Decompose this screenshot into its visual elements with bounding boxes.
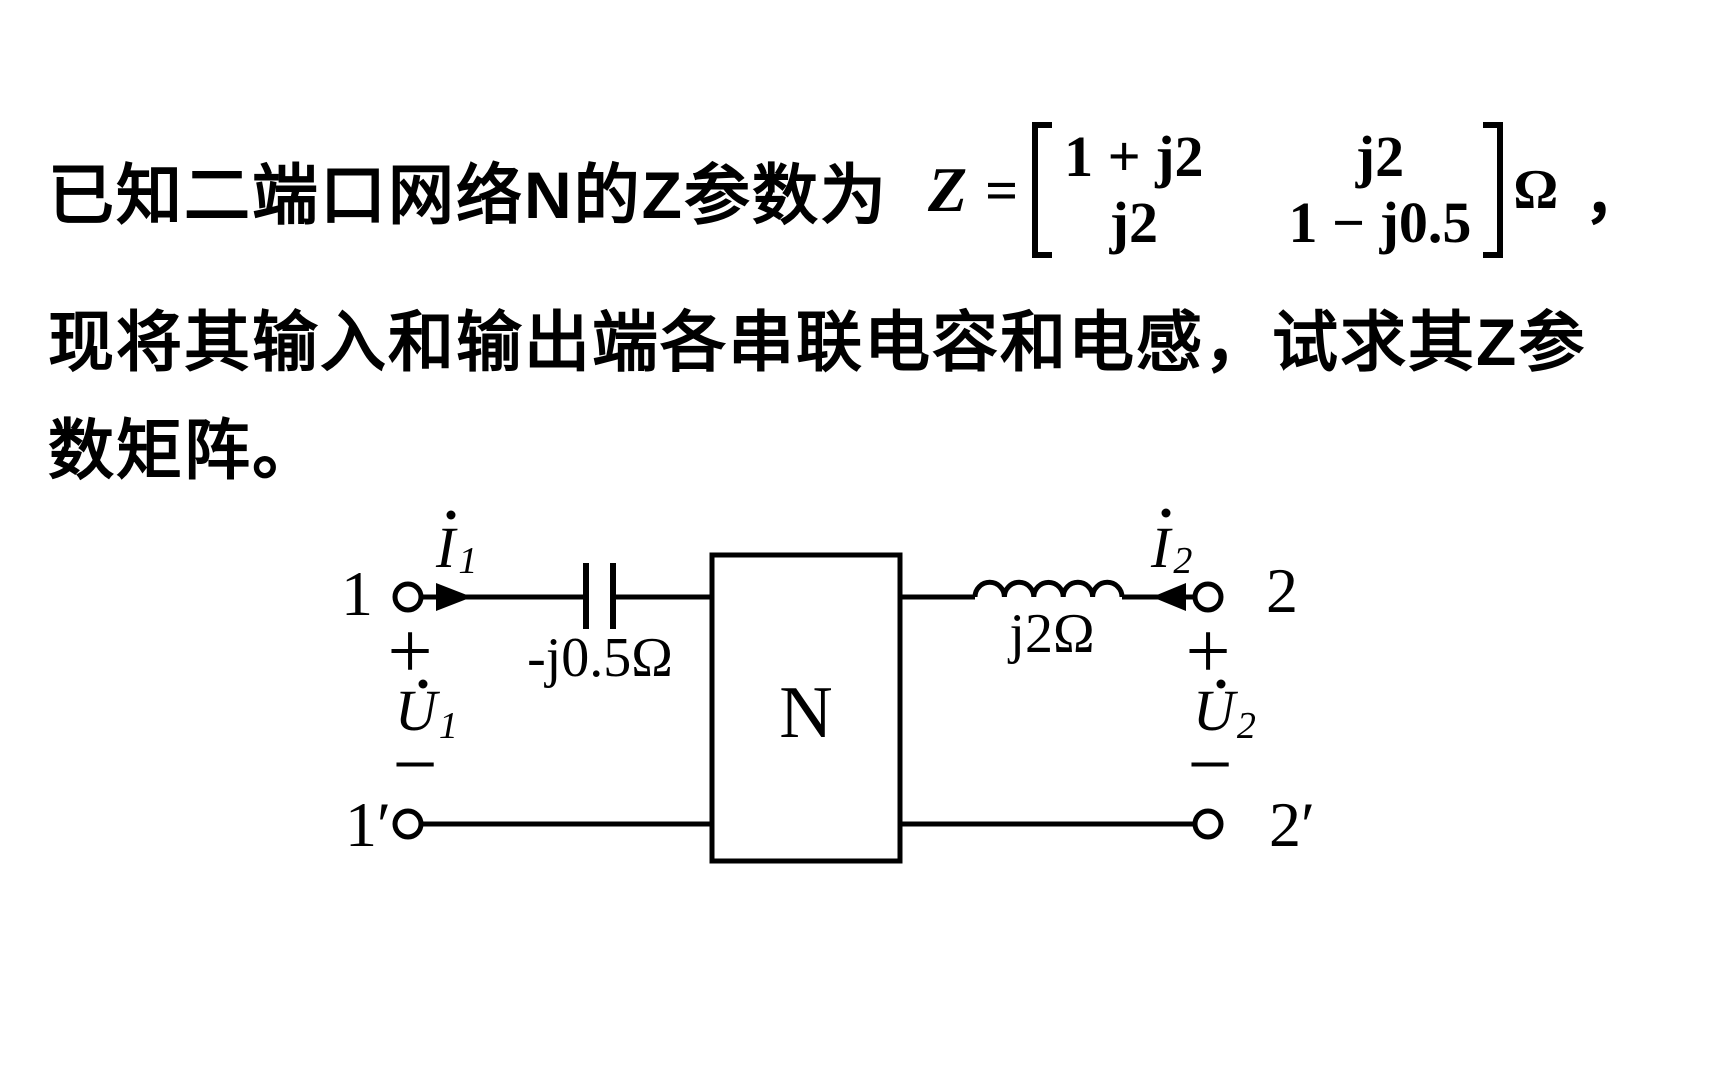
voltage-u1-subscript: 1 [439,705,458,747]
phasor-dot-i2 [1161,508,1171,518]
inductor-symbol [972,579,1125,598]
minus-sign-u2: − [1187,721,1232,809]
current-arrow-i1 [436,583,472,611]
problem-line-3: 数矩阵。 [48,413,320,487]
problem-line-2: 现将其输入和输出端各串联电容和电感，试求其Z参 [48,305,1587,379]
current-i1-label: I1 [435,510,477,582]
network-box [709,552,903,864]
svg-text:I1: I1 [435,515,477,582]
terminal-1-label: 1 [341,558,373,629]
two-port-circuit-figure: N 1 1′ 2 2′ -j0.5Ω j2Ω I1 [341,508,1315,864]
phasor-dot-i1 [446,510,456,520]
current-i2-label: I2 [1150,508,1192,582]
problem-line-1-text: 已知二端口网络N的Z参数为 [48,158,888,232]
matrix-cell-r2c2: 1 − j0.5 [1288,190,1472,255]
terminal-2-prime-label: 2′ [1269,789,1315,860]
terminal-1-circle [392,581,424,613]
current-i2-subscript: 2 [1173,540,1192,582]
current-i2-symbol: I [1150,515,1173,580]
ohm-unit: Ω [1513,159,1559,221]
capacitor-symbol [583,563,616,629]
voltage-u1-label: U1 [395,678,458,747]
matrix-cell-r2c1: j2 [1109,190,1158,255]
voltage-u1-symbol: U [395,678,441,743]
terminal-1-prime-label: 1′ [345,789,391,860]
network-label: N [779,672,832,754]
inductor-value-label: j2Ω [1007,603,1094,665]
matrix-entries: 1 + j2 j2 j2 1 − j0.5 [1052,122,1483,258]
current-i1-subscript: 1 [458,540,477,582]
terminal-2-circle [1192,581,1224,613]
current-arrow-i2 [1152,583,1186,611]
svg-text:I2: I2 [1150,515,1192,582]
terminal-1-prime-circle [392,808,424,840]
comma: ， [1584,162,1647,231]
z-symbol: Z [927,154,968,225]
matrix-cell-r1c1: 1 + j2 [1064,123,1204,189]
terminal-2-prime-circle [1192,808,1224,840]
terminal-2-label: 2 [1266,555,1298,626]
voltage-u2-subscript: 2 [1237,705,1256,747]
matrix-cell-r1c2: j2 [1355,123,1405,189]
current-i1-symbol: I [435,515,458,580]
problem-line-1: 已知二端口网络N的Z参数为 Z = 1 + j2 j2 j2 1 − j0.5 … [48,108,1646,272]
capacitor-value-label: -j0.5Ω [527,627,673,689]
minus-sign-u1: − [392,721,437,809]
phasor-dot-u1 [418,679,428,689]
svg-text:U2: U2 [1193,678,1256,747]
z-parameter-matrix: 1 + j2 j2 j2 1 − j0.5 [1032,121,1504,259]
matrix-left-bracket [1032,121,1053,259]
voltage-u2-label: U2 [1193,678,1256,747]
equals-sign: = [985,157,1019,223]
svg-text:U1: U1 [395,678,458,747]
phasor-dot-u2 [1216,679,1226,689]
voltage-u2-symbol: U [1193,678,1239,743]
matrix-right-bracket [1483,121,1504,259]
